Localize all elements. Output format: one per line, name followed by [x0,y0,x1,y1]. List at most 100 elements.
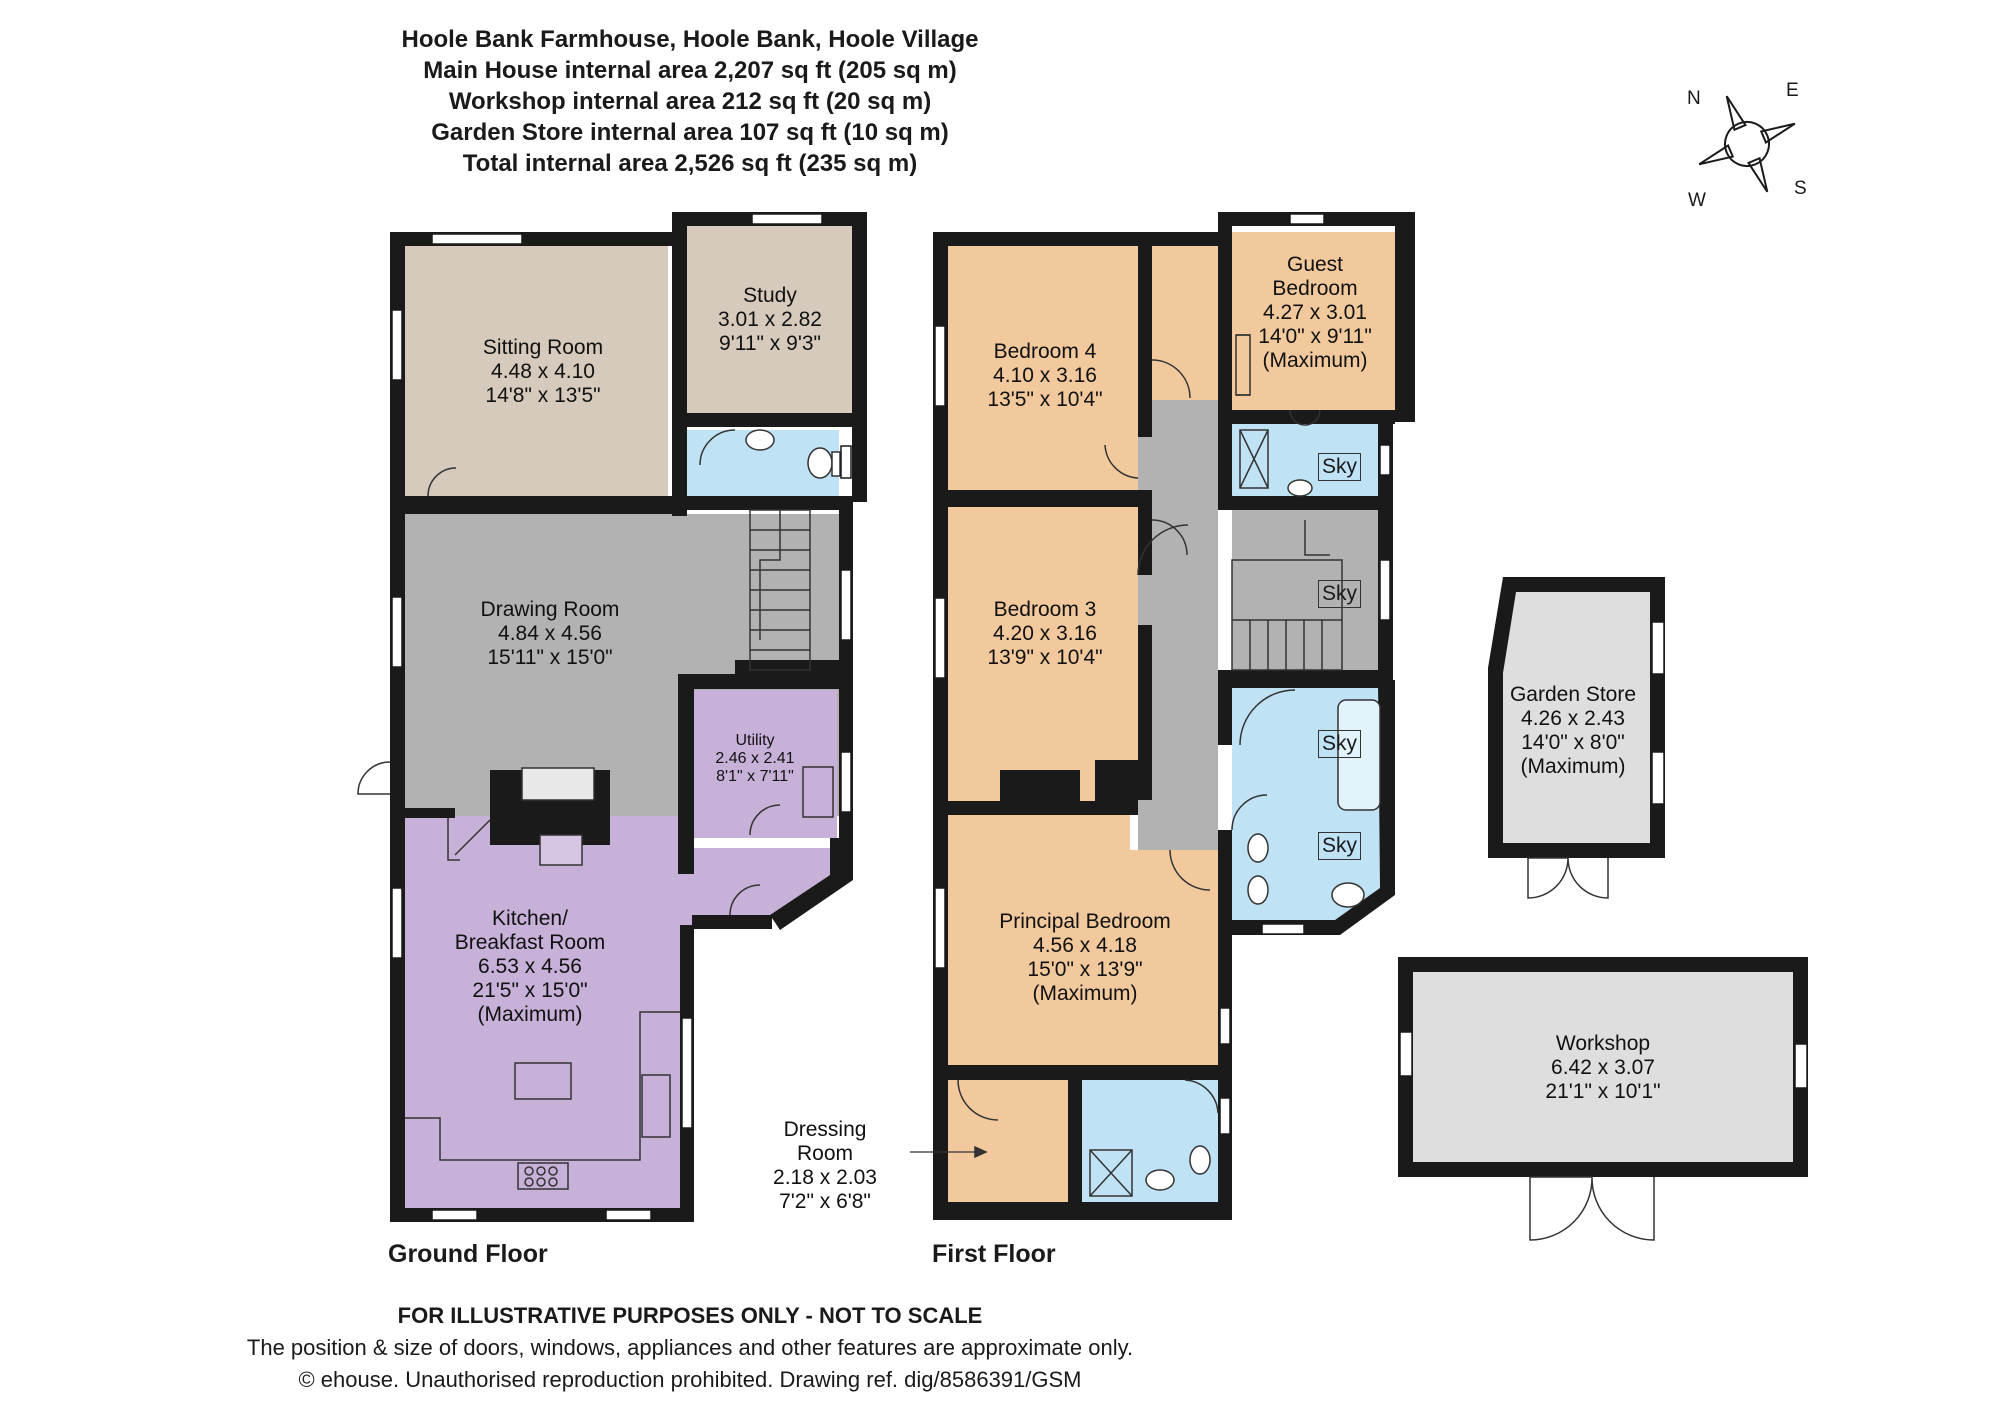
room-imperial: 14'0" x 8'0" [1521,731,1625,754]
room-note: (Maximum) [477,1003,583,1026]
compass-rose [1698,95,1796,193]
room-imperial: 15'0" x 13'9" [1027,958,1143,981]
room-metric: 4.56 x 4.18 [1033,934,1137,957]
study-fill [687,226,852,413]
room-metric: 3.01 x 2.82 [718,308,822,331]
first-floor-label: First Floor [932,1240,1056,1268]
kitchen-hob [517,1162,569,1190]
room-sitting: Sitting Room 4.48 x 4.10 14'8" x 13'5" [443,336,643,408]
gf-wall-wc-drawing [687,496,853,510]
utility-door-swing [749,804,781,836]
gf-wall-back-door [692,915,772,929]
room-garden-store: Garden Store 4.26 x 2.43 14'0" x 8'0" (M… [1498,683,1648,779]
skylight-landing: Sky [1318,580,1362,608]
back-door-swing [729,884,761,916]
principal-bedroom-fill [948,780,1218,1065]
skylight-bathroom-2: Sky [1318,832,1362,860]
gf-wall-sitting-drawing [405,496,675,514]
room-imperial: 8'1" x 7'11" [716,768,794,785]
room-metric: 6.42 x 3.07 [1551,1056,1655,1079]
room-name-1: Guest [1286,253,1344,276]
utility-fill [694,690,837,838]
copyright-note: © ehouse. Unauthorised reproduction proh… [298,1367,1082,1392]
first-floor-walls [933,212,1415,1220]
room-workshop: Workshop 6.42 x 3.07 21'1" x 10'1" [1503,1032,1703,1104]
kitchen-sink [641,1074,671,1138]
dressing-room-fill [948,1080,1068,1202]
gf-fireplace [521,767,595,801]
skylight-bathroom-1: Sky [1318,730,1362,758]
garden-store-area: Garden Store internal area 107 sq ft (10… [431,119,949,146]
room-name-1: Kitchen/ [492,907,568,930]
first-floor-fills [948,232,1395,1202]
room-imperial: 14'8" x 13'5" [485,384,601,407]
compass-e: E [1786,80,1799,101]
room-imperial: 15'11" x 15'0" [487,646,613,669]
room-imperial: 9'11" x 9'3" [719,332,821,355]
room-name-1: Dressing [783,1118,867,1141]
room-name: Study [743,284,797,307]
compass-n: N [1687,88,1701,109]
kitchen-island [514,1062,572,1100]
room-metric: 4.84 x 4.56 [498,622,602,645]
room-name: Garden Store [1509,683,1637,706]
total-area: Total internal area 2,526 sq ft (235 sq … [462,150,918,177]
room-metric: 4.26 x 2.43 [1521,707,1625,730]
gf-wall-utility-east [770,838,853,930]
gf-wall-sitting-study [672,226,687,516]
landing-store-fill [1152,246,1218,400]
room-kitchen: Kitchen/ Breakfast Room 6.53 x 4.56 21'5… [425,907,635,1027]
gf-wall-stair [735,660,839,675]
room-metric: 2.18 x 2.03 [773,1166,877,1189]
room-name: Bedroom 3 [993,598,1097,621]
room-drawing: Drawing Room 4.84 x 4.56 15'11" x 15'0" [450,598,650,670]
gf-wall-utility-north [678,674,853,689]
room-name: Utility [735,732,775,749]
guest-bedroom-fill [1232,232,1395,410]
room-name-2: Breakfast Room [454,931,606,954]
room-note: (Maximum) [1032,982,1138,1005]
gf-wall-kitchen-step [680,925,694,945]
room-name-2: Room [796,1142,854,1165]
room-name-2: Bedroom [1272,277,1358,300]
bedroom4-fill [948,246,1138,490]
room-principal-bedroom: Principal Bedroom 4.56 x 4.18 15'0" x 13… [960,910,1210,1006]
room-name: Sitting Room [482,336,604,359]
room-name: Principal Bedroom [999,910,1171,933]
room-metric: 4.27 x 3.01 [1263,301,1367,324]
room-metric: 4.48 x 4.10 [491,360,595,383]
side-door [357,761,391,795]
room-metric: 4.20 x 3.16 [993,622,1097,645]
gf-wall-study-wc [687,413,852,427]
landing-stair [1231,559,1343,671]
sitting-room-fill [405,246,668,496]
room-name: Workshop [1555,1032,1651,1055]
room-note: (Maximum) [1520,755,1626,778]
room-utility: Utility 2.46 x 2.41 8'1" x 7'11" [695,732,815,786]
room-bedroom4: Bedroom 4 4.10 x 3.16 13'5" x 10'4" [955,340,1135,412]
room-bedroom3: Bedroom 3 4.20 x 3.16 13'9" x 10'4" [955,598,1135,670]
room-imperial: 13'9" x 10'4" [987,646,1103,669]
workshop-drawing [1398,957,1808,1241]
compass-s: S [1794,178,1807,199]
room-note: (Maximum) [1262,349,1368,372]
kitchen-worktop [405,1011,680,1161]
property-title: Hoole Bank Farmhouse, Hoole Bank, Hoole … [401,26,979,53]
gf-range [539,834,583,866]
utility-sink [802,766,834,818]
gf-wall-east-study [852,212,867,502]
room-imperial: 7'2" x 6'8" [779,1190,871,1213]
main-house-area: Main House internal area 2,207 sq ft (20… [423,57,957,84]
gf-wall-west [390,232,405,1222]
bedroom3-fill [948,507,1138,801]
room-imperial: 14'0" x 9'11" [1258,325,1372,348]
room-dressing: Dressing Room 2.18 x 2.03 7'2" x 6'8" [755,1118,895,1214]
room-metric: 6.53 x 4.56 [478,955,582,978]
ground-floor-features [357,429,841,1190]
kitchen-fill [405,816,830,1208]
room-name: Bedroom 4 [993,340,1097,363]
workshop-area: Workshop internal area 212 sq ft (20 sq … [448,88,932,115]
approximation-note: The position & size of doors, windows, a… [246,1335,1134,1360]
ground-floor-label: Ground Floor [388,1240,548,1268]
compass-w: W [1688,190,1706,211]
